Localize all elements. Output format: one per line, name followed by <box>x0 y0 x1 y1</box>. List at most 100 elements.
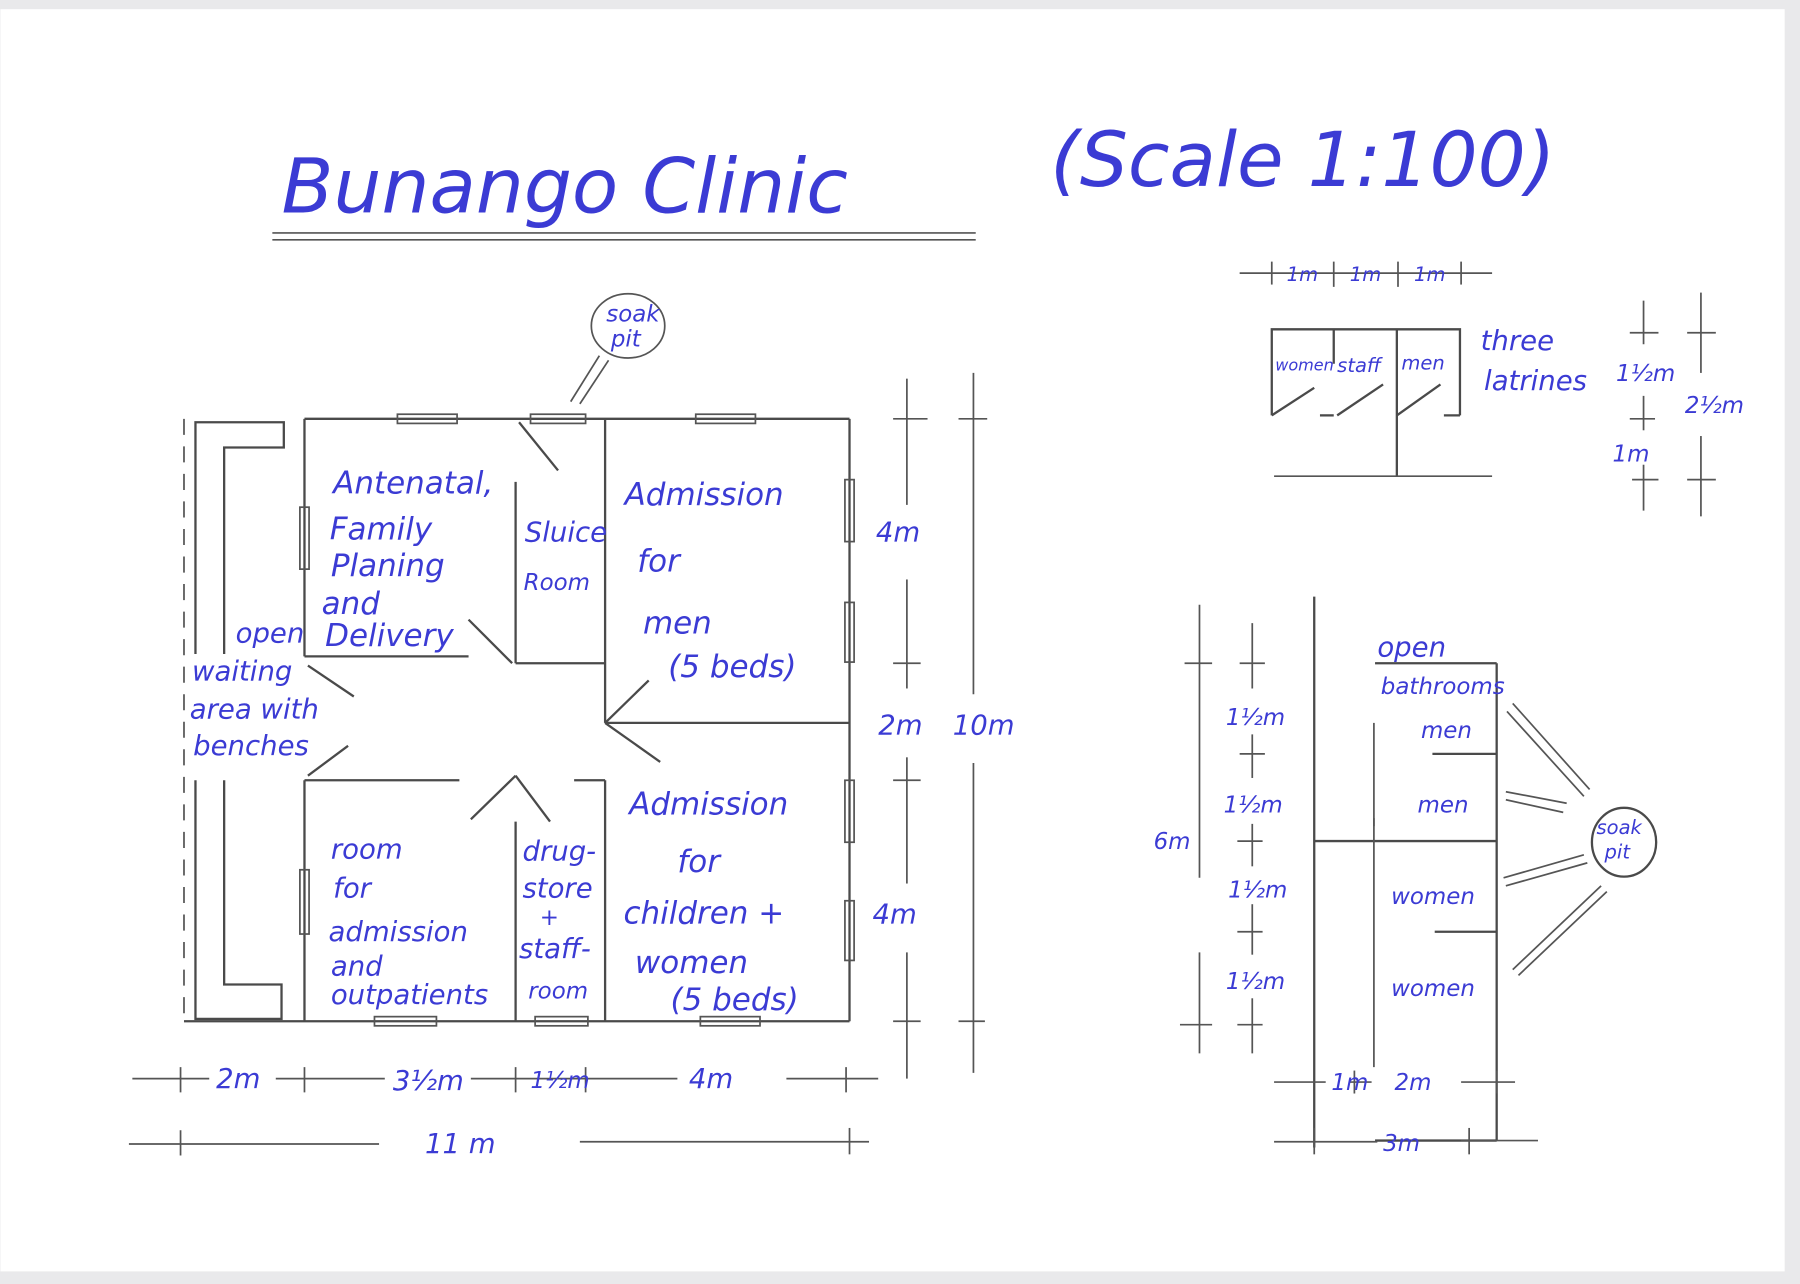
svg-text:room: room <box>528 978 588 1004</box>
room-admission-men: Admission for men (5 beds) <box>623 477 797 685</box>
svg-text:outpatients: outpatients <box>331 979 488 1011</box>
window <box>844 779 855 844</box>
bench-bottom <box>194 780 283 1021</box>
waiting-area: open waiting area with benches <box>190 618 319 762</box>
latrine-men: men <box>1401 351 1444 374</box>
bathroom-depth: 1½m <box>1226 705 1285 731</box>
dim-bottom: 3½m <box>393 1065 464 1097</box>
soak-pit-main <box>590 292 666 359</box>
svg-text:men: men <box>643 605 712 641</box>
bathroom-men: men <box>1421 718 1472 744</box>
bathroom-width: 2m <box>1395 1070 1432 1096</box>
svg-text:(5 beds): (5 beds) <box>668 649 796 685</box>
window <box>534 1015 589 1027</box>
svg-text:open: open <box>236 618 305 650</box>
svg-text:benches: benches <box>193 730 309 762</box>
room-drugstore: drug- store + staff- room <box>519 836 596 1005</box>
window <box>373 1015 438 1027</box>
window <box>299 868 310 935</box>
window <box>844 478 855 543</box>
latrine-width: 1m <box>1350 263 1381 286</box>
svg-text:children +: children + <box>623 896 784 932</box>
room-admission-children: Admission for children + women (5 beds) <box>623 787 798 1018</box>
svg-text:drug-: drug- <box>522 836 596 868</box>
window <box>299 506 310 570</box>
svg-text:staff-: staff- <box>519 933 591 965</box>
svg-text:room: room <box>331 833 403 865</box>
dim-right-corridor: 2m <box>878 709 922 741</box>
svg-text:Planing: Planing <box>331 548 445 584</box>
bathroom-women: women <box>1391 884 1475 910</box>
latrine-door <box>1336 383 1384 417</box>
bathroom-depth: 1½m <box>1224 792 1283 818</box>
scale-label: (Scale 1:100) <box>1050 116 1555 204</box>
bathroom-women: women <box>1391 976 1475 1002</box>
bathroom-depth: 1½m <box>1228 877 1287 903</box>
door-arrow-b <box>604 679 650 724</box>
latrine-width: 1m <box>1287 263 1318 286</box>
svg-text:store: store <box>522 872 592 904</box>
svg-text:for: for <box>637 543 682 579</box>
latrine-total: 2½m <box>1685 393 1744 419</box>
dim-total-height: 10m <box>953 709 1015 741</box>
plan-title: Bunango Clinic <box>282 142 848 230</box>
svg-text:waiting: waiting <box>192 655 292 687</box>
svg-text:Delivery: Delivery <box>325 618 454 654</box>
door-sluice <box>518 421 559 472</box>
soak-pit-bathrooms <box>1590 806 1658 878</box>
window <box>396 413 458 425</box>
main-dimension-lines <box>128 372 988 1156</box>
soak-pit-label: soak <box>606 301 661 327</box>
window <box>844 899 855 962</box>
door-waiting-bottom <box>307 744 349 777</box>
room-sluice: Sluice Room <box>524 517 607 596</box>
dim-bottom: 2m <box>216 1063 260 1095</box>
main-building <box>183 292 855 1027</box>
dim-bottom: 4m <box>689 1063 733 1095</box>
latrine-staff: staff <box>1337 354 1383 377</box>
svg-text:Admission: Admission <box>623 477 784 513</box>
window <box>694 413 757 425</box>
latrines-plan <box>1239 261 1716 517</box>
window <box>699 1015 761 1027</box>
svg-text:+: + <box>540 905 559 931</box>
door-antenatal <box>467 618 513 665</box>
window <box>844 601 855 663</box>
dim-bottom: 1½m <box>531 1068 590 1094</box>
latrine-door <box>1271 386 1315 417</box>
latrine-women: women <box>1275 356 1334 375</box>
bathrooms-plan <box>1179 596 1658 1155</box>
door-waiting-top <box>307 664 355 698</box>
dim-total-width: 11 m <box>425 1128 496 1160</box>
door-arrow-a <box>604 721 661 763</box>
door-drugstore <box>514 774 551 823</box>
latrine-width: 1m <box>1414 263 1445 286</box>
bathroom-width: 1m <box>1331 1070 1368 1096</box>
bathroom-total-height: 6m <box>1154 829 1191 855</box>
bathroom-total-width: 3m <box>1383 1131 1420 1157</box>
room-antenatal: Antenatal, Family Planing and Delivery <box>322 465 494 654</box>
svg-text:admission: admission <box>329 916 468 948</box>
paper <box>0 9 1785 1272</box>
svg-text:for: for <box>333 872 373 904</box>
bench-top <box>194 421 285 655</box>
svg-text:and: and <box>331 950 383 982</box>
soak-pit-label: soak <box>1597 816 1643 839</box>
svg-text:Room: Room <box>524 570 590 596</box>
door-outpatients <box>470 774 517 821</box>
room-admission-outpatients: room for admission and outpatients <box>329 833 489 1011</box>
latrines-label: latrines <box>1484 365 1587 397</box>
svg-text:Antenatal,: Antenatal, <box>331 465 493 501</box>
svg-text:(5 beds): (5 beds) <box>671 982 799 1018</box>
latrine-path: 1m <box>1613 441 1650 467</box>
svg-text:Sluice: Sluice <box>525 517 607 549</box>
bathrooms-label: open <box>1377 631 1446 663</box>
latrine-door <box>1396 383 1442 417</box>
soak-pit-label: pit <box>610 327 642 353</box>
latrines-label: three <box>1481 325 1554 357</box>
svg-text:for: for <box>677 844 722 880</box>
svg-text:women: women <box>635 945 748 981</box>
svg-text:Admission: Admission <box>627 787 788 823</box>
window <box>529 413 587 425</box>
